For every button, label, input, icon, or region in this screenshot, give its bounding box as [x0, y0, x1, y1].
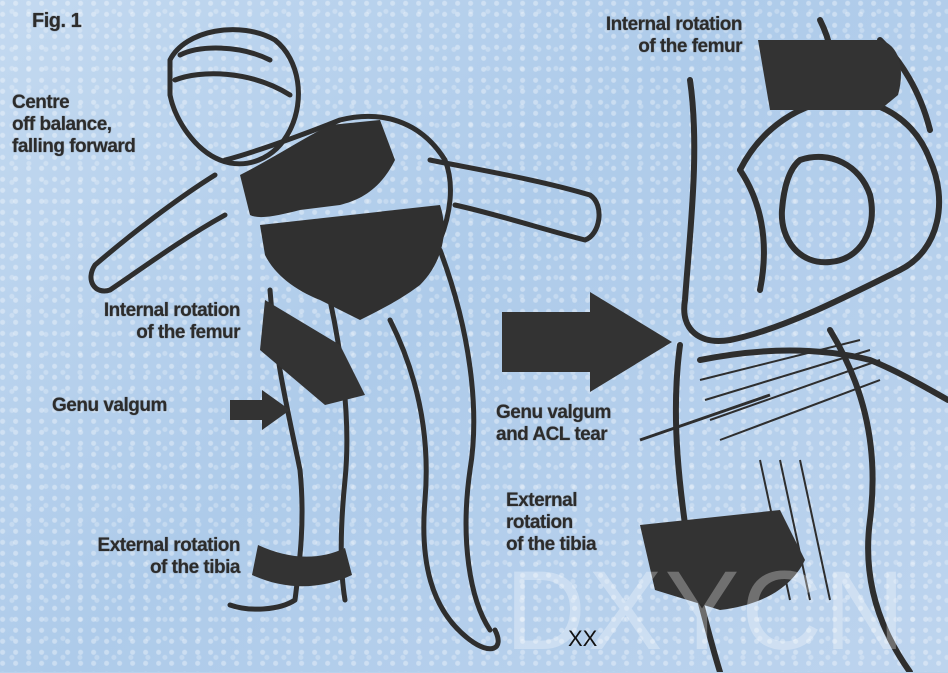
label-internal-rotation-femur-left: Internal rotation of the femur: [30, 300, 240, 344]
label-genu-valgum-left: Genu valgum: [52, 395, 167, 417]
skier-right-leg: [390, 320, 498, 649]
skier-right-arm: [430, 160, 599, 240]
femur-rotation-band-right: [758, 40, 901, 110]
figure-label: Fig. 1: [32, 10, 81, 32]
label-off-balance: Centre off balance, falling forward: [12, 92, 135, 158]
genu-valgum-arrow-left: [230, 390, 290, 430]
acl-leader-line: [640, 395, 770, 440]
label-external-rotation-tibia-right: External rotation of the tibia: [506, 490, 596, 556]
footer-mark: XX: [568, 626, 597, 652]
knee-femur-outline: [684, 80, 939, 341]
transition-arrow: [502, 292, 672, 392]
skier-left-arm: [91, 175, 225, 291]
label-genu-valgum-acl: Genu valgum and ACL tear: [496, 402, 611, 446]
femur-rotation-band-left: [260, 300, 365, 405]
watermark: DXYCN: [505, 555, 907, 667]
label-external-rotation-tibia-left: External rotation of the tibia: [20, 535, 240, 579]
skier-shirt: [240, 120, 395, 217]
knee-patella: [782, 157, 872, 262]
skier-shorts: [260, 205, 444, 320]
label-internal-rotation-femur-right: Internal rotation of the femur: [530, 14, 742, 58]
